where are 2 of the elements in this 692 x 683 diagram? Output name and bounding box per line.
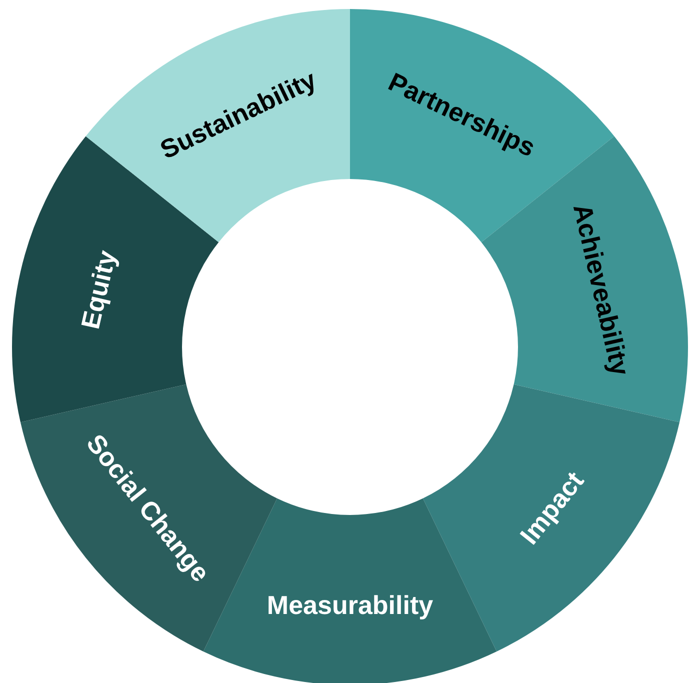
- segment-label: Equity: [75, 248, 122, 332]
- segment-label: Measurability: [266, 590, 434, 620]
